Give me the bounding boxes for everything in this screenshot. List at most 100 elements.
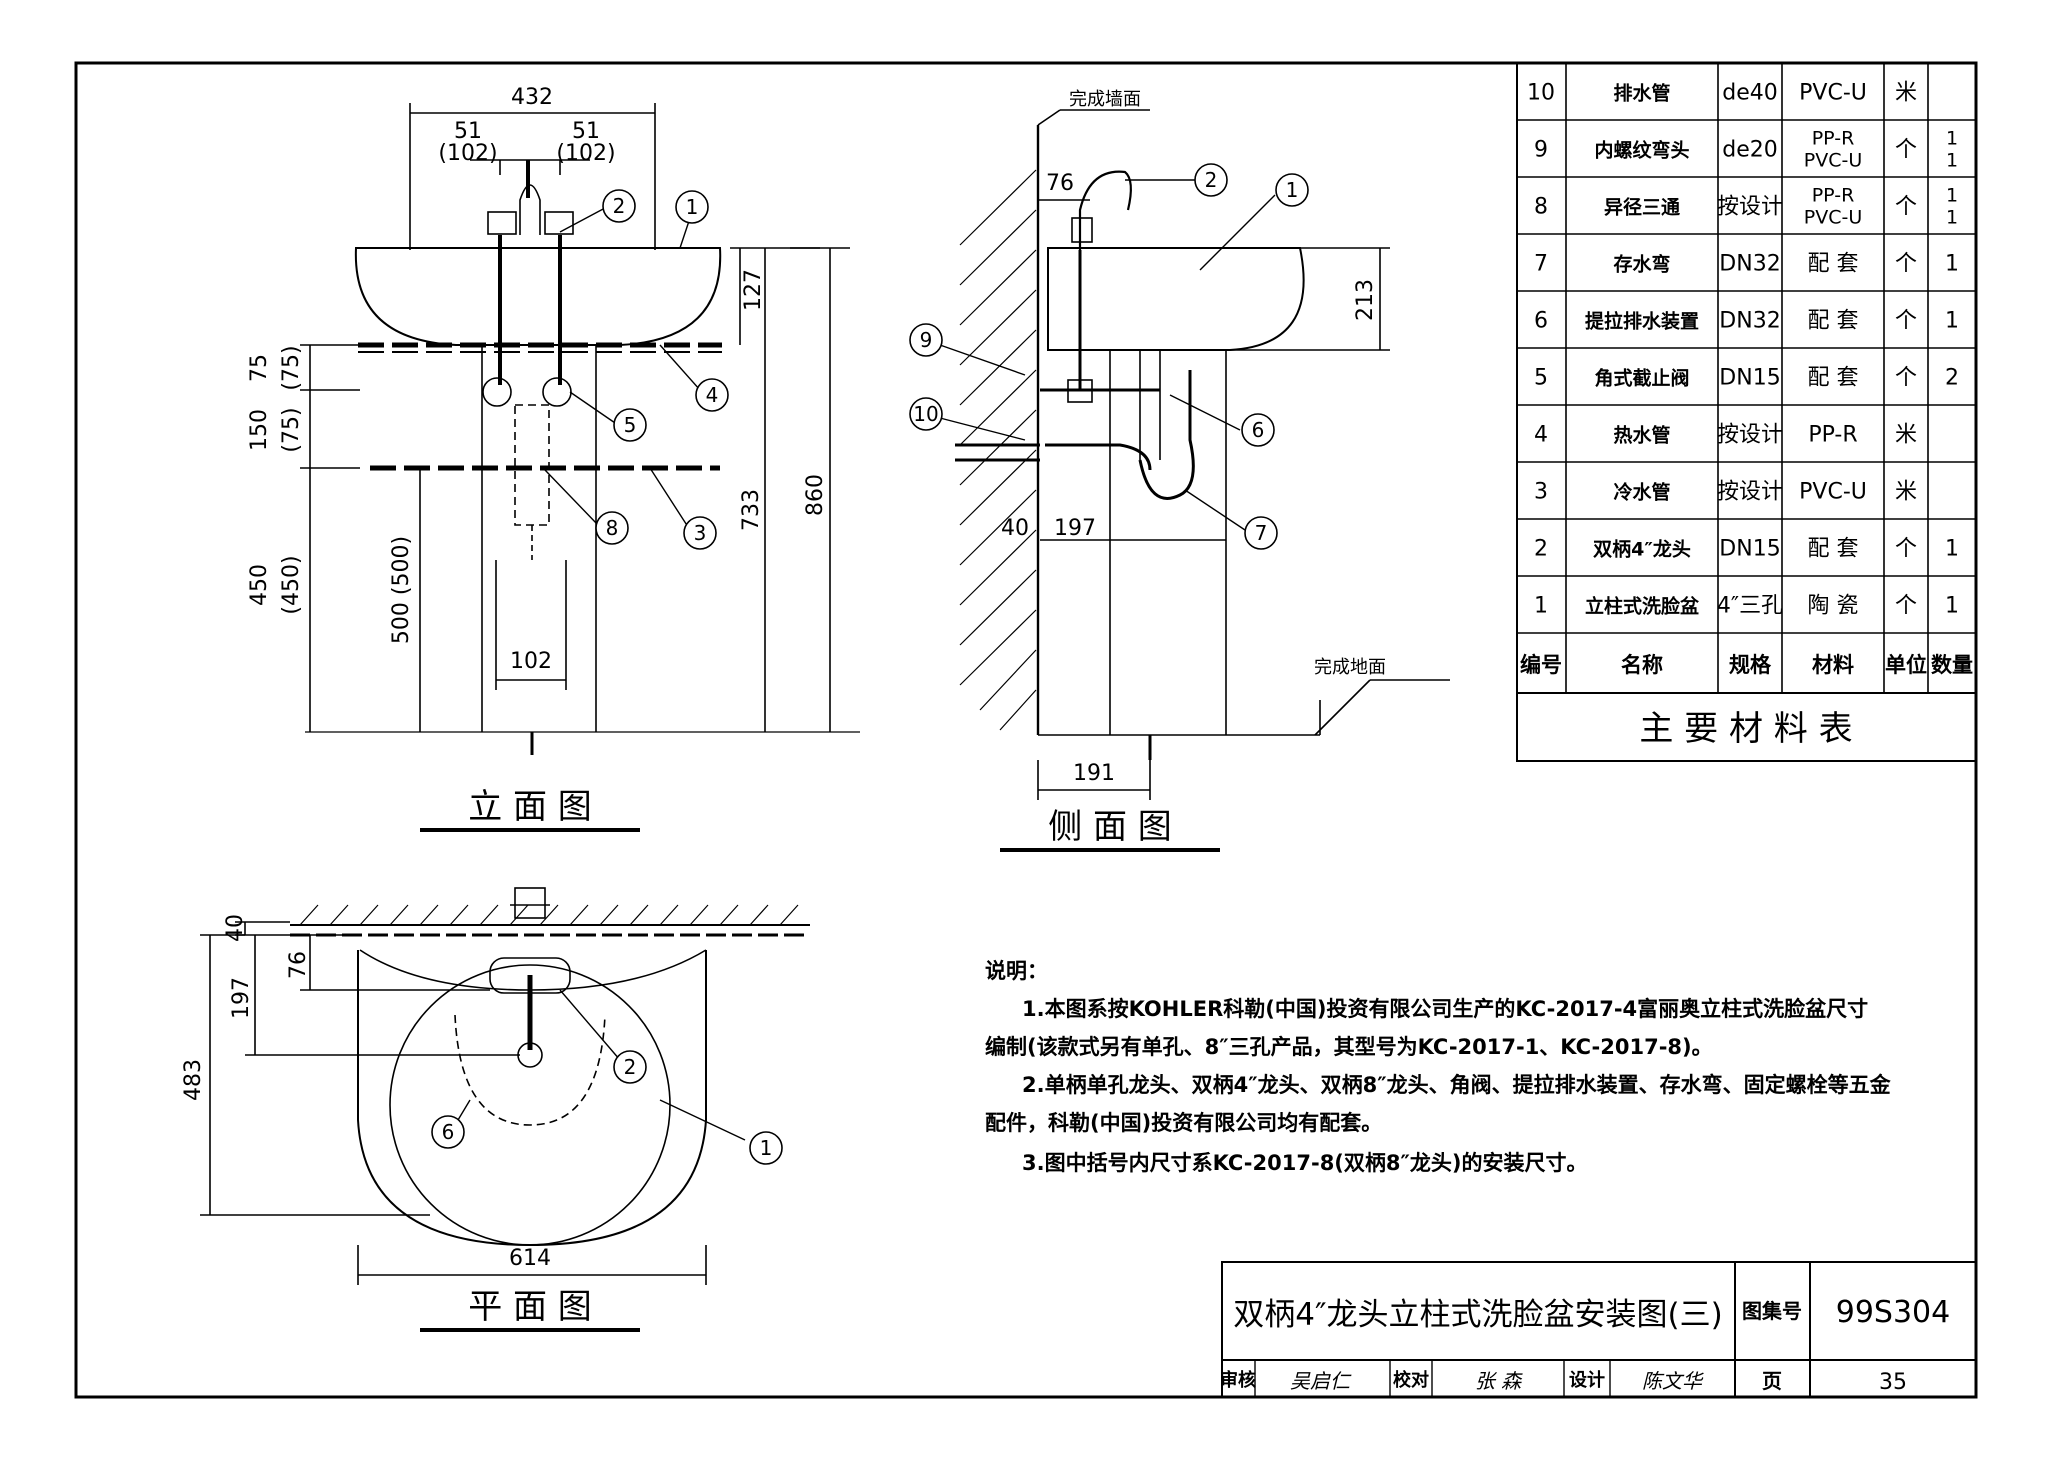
- plan-dim-614: 614: [509, 1246, 551, 1271]
- materials-cell: 米: [1895, 81, 1917, 106]
- materials-cell: 异径三通: [1604, 197, 1681, 219]
- materials-cell: PVC-U: [1799, 81, 1867, 106]
- note-line-1: 1.本图系按KOHLER科勒(中国)投资有限公司生产的KC-2017-4富丽奥立…: [1022, 997, 1868, 1021]
- materials-cell: 1: [1946, 150, 1958, 172]
- atlas-number: 99S304: [1836, 1295, 1950, 1330]
- dim-75-paren-2: (75): [279, 407, 304, 452]
- front-view-title: 立 面 图: [468, 787, 592, 827]
- dim-102-bottom: 102: [510, 649, 552, 674]
- materials-cell: 4″三孔: [1717, 594, 1783, 619]
- side-dimensions: 完成墙面 完成地面 76 213 40 197 191: [1001, 89, 1386, 786]
- materials-cell: 米: [1895, 423, 1917, 448]
- dim-432: 432: [511, 85, 553, 110]
- side-dim-213: 213: [1353, 279, 1378, 321]
- dim-150: 150: [247, 409, 272, 451]
- callout-2-side: 2: [1205, 168, 1218, 192]
- header-index: 编号: [1520, 653, 1562, 677]
- dim-127: 127: [741, 269, 766, 311]
- drawing-title: 双柄4″龙头立柱式洗脸盆安装图(三): [1233, 1297, 1723, 1333]
- header-material: 材料: [1812, 653, 1854, 677]
- materials-table: [1516, 62, 1977, 762]
- materials-cell: de40: [1722, 81, 1778, 106]
- materials-cell: 1: [1946, 185, 1958, 207]
- dim-75-paren: (75): [279, 345, 304, 390]
- callout-5-front: 5: [624, 413, 637, 437]
- callout-10-side: 10: [913, 402, 938, 426]
- check-label: 校对: [1393, 1369, 1429, 1391]
- materials-cell: 存水弯: [1613, 253, 1670, 276]
- dim-860: 860: [803, 474, 828, 516]
- materials-cell: 8: [1534, 195, 1548, 220]
- materials-cell: 按设计: [1717, 195, 1783, 220]
- materials-cell: 排水管: [1613, 82, 1670, 105]
- materials-cell: 个: [1895, 252, 1917, 277]
- side-dim-197: 197: [1054, 516, 1096, 541]
- callout-3-front: 3: [694, 521, 707, 545]
- materials-cell: 立柱式洗脸盆: [1585, 595, 1700, 618]
- materials-cell: 7: [1534, 252, 1548, 277]
- materials-cell: 热水管: [1613, 424, 1670, 447]
- front-callout-leaders: [544, 207, 701, 531]
- callout-1-side: 1: [1286, 178, 1299, 202]
- materials-cell: 个: [1895, 309, 1917, 334]
- page-label: 页: [1762, 1369, 1782, 1393]
- plan-callout-leaders: [454, 989, 746, 1141]
- materials-cell: PVC-U: [1804, 207, 1862, 229]
- materials-cell: 个: [1895, 138, 1917, 163]
- materials-cell: 5: [1534, 366, 1548, 391]
- plan-callout-circles: [431, 1050, 783, 1165]
- header-spec: 规格: [1729, 653, 1772, 677]
- dim-51-left: 51: [454, 119, 482, 144]
- materials-cell: PVC-U: [1804, 150, 1862, 172]
- front-callout-numbers: 1 2 4 5 8 3: [606, 194, 719, 545]
- plan-callout-numbers: 2 6 1: [442, 1055, 773, 1160]
- check-signature: 张 森: [1475, 1369, 1523, 1393]
- materials-cell: 冷水管: [1613, 481, 1670, 504]
- plan-dim-76: 76: [286, 951, 311, 979]
- materials-cell: 9: [1534, 138, 1548, 163]
- materials-cell: PP-R: [1812, 185, 1855, 207]
- materials-cell: 个: [1895, 195, 1917, 220]
- notes: 说明： 1.本图系按KOHLER科勒(中国)投资有限公司生产的KC-2017-4…: [985, 959, 1892, 1175]
- materials-caption: 主 要 材 料 表: [1639, 709, 1852, 749]
- materials-cell: 个: [1895, 594, 1917, 619]
- header-name: 名称: [1621, 653, 1663, 677]
- review-label: 审核: [1220, 1369, 1256, 1391]
- materials-cell: 双柄4″龙头: [1593, 538, 1691, 561]
- plan-dimensions: 40 76 197 483 614: [181, 914, 551, 1271]
- title-block: [1221, 1261, 1977, 1398]
- callout-1-plan: 1: [760, 1136, 773, 1160]
- materials-cell: DN32: [1719, 252, 1780, 277]
- side-view-title: 侧 面 图: [1048, 807, 1172, 847]
- materials-cell: 4: [1534, 423, 1548, 448]
- materials-cell: 内螺纹弯头: [1594, 139, 1689, 162]
- dim-102-left: (102): [438, 141, 497, 166]
- callout-9-side: 9: [920, 328, 933, 352]
- side-dim-191: 191: [1073, 761, 1115, 786]
- materials-cell: 角式截止阀: [1594, 367, 1689, 390]
- materials-cell: de20: [1722, 138, 1778, 163]
- note-line-4: 配件，科勒(中国)投资有限公司均有配套。: [985, 1111, 1382, 1135]
- materials-cell: 1: [1534, 594, 1548, 619]
- materials-cell: 陶 瓷: [1808, 594, 1859, 619]
- side-wall-label: 完成墙面: [1069, 89, 1141, 110]
- materials-cell: 1: [1945, 309, 1959, 334]
- materials-cell: 1: [1945, 252, 1959, 277]
- materials-cell: 提拉排水装置: [1585, 310, 1699, 333]
- front-dimensions: 432 51 (102) 51 (102) 127 75 (75) 150 (7…: [247, 85, 828, 674]
- plan-dim-40: 40: [223, 914, 248, 942]
- review-signature: 吴启仁: [1290, 1369, 1352, 1393]
- atlas-label: 图集号: [1742, 1299, 1802, 1323]
- materials-cell: 2: [1534, 537, 1548, 562]
- materials-cell: PVC-U: [1799, 480, 1867, 505]
- header-unit: 单位: [1885, 653, 1927, 677]
- materials-cell: 3: [1534, 480, 1548, 505]
- note-line-3: 2.单柄单孔龙头、双柄4″龙头、双柄8″龙头、角阀、提拉排水装置、存水弯、固定螺…: [1022, 1073, 1892, 1097]
- materials-cell: 个: [1895, 537, 1917, 562]
- materials-cell: DN15: [1719, 366, 1780, 391]
- callout-7-side: 7: [1255, 521, 1268, 545]
- side-floor-label: 完成地面: [1314, 657, 1386, 678]
- callout-6-plan: 6: [442, 1120, 455, 1144]
- side-callout-leaders: [939, 179, 1276, 531]
